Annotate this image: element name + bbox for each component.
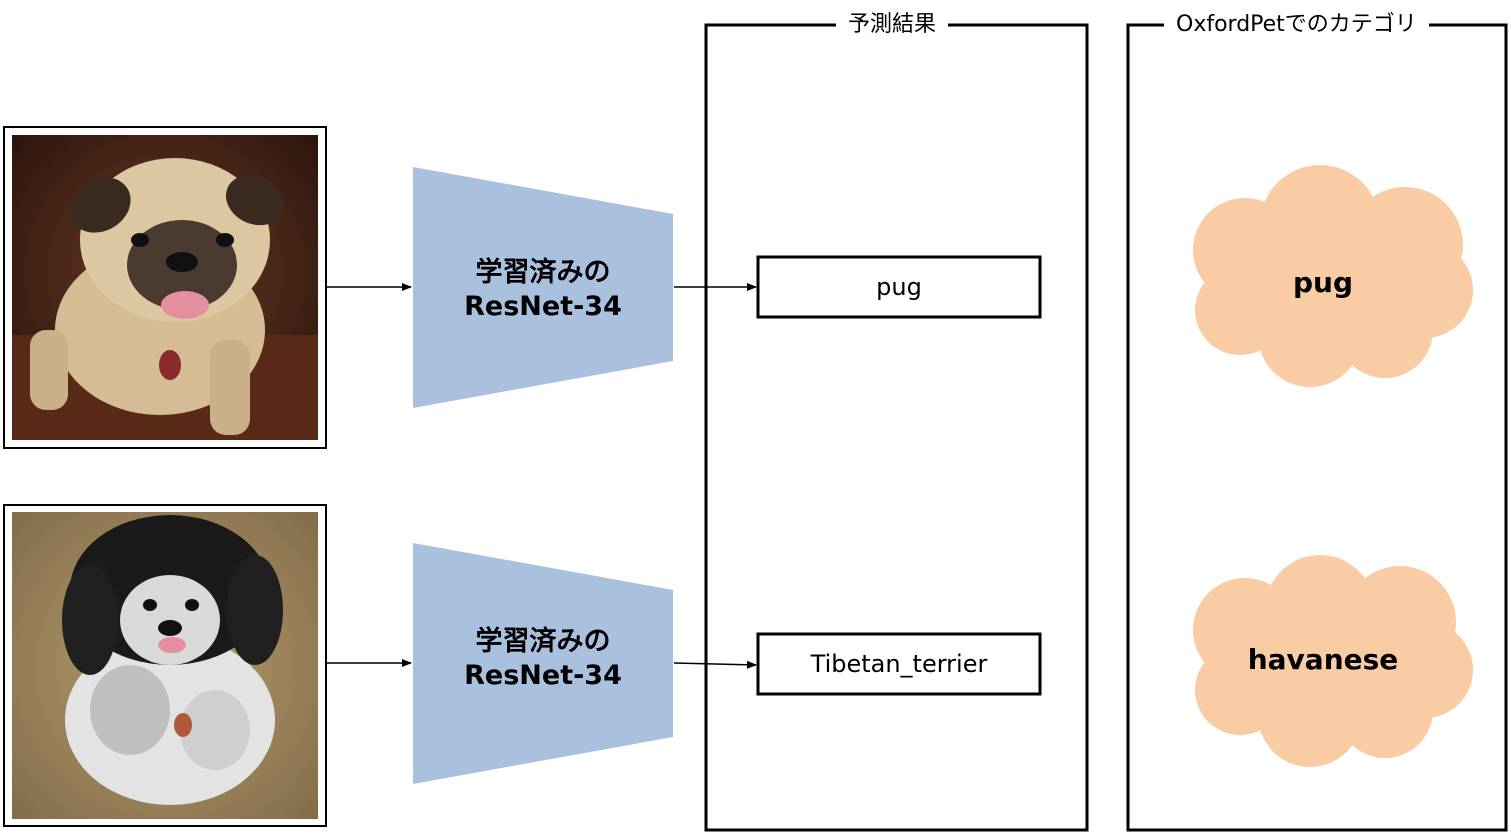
category-cloud-1 xyxy=(1193,165,1473,387)
pug-photo xyxy=(3,126,327,449)
model-label-2: 学習済みの ResNet-34 xyxy=(413,625,673,693)
prediction-panel-title: 予測結果 xyxy=(836,11,949,39)
model-label-1-line2: ResNet-34 xyxy=(464,291,622,322)
model-label-1-line1: 学習済みの xyxy=(475,257,611,288)
model-label-2-line2: ResNet-34 xyxy=(464,660,622,691)
model-label-2-line1: 学習済みの xyxy=(475,626,611,657)
model-label-1: 学習済みの ResNet-34 xyxy=(413,256,673,324)
arrow-model-to-prediction-2 xyxy=(673,660,757,669)
prediction-box-2 xyxy=(756,632,1042,696)
category-panel-title: OxfordPetでのカテゴリ xyxy=(1164,11,1429,39)
prediction-label-1: pug xyxy=(876,273,922,301)
prediction-label-2: Tibetan_terrier xyxy=(810,650,988,678)
model-block-1 xyxy=(413,167,673,408)
category-label-1: pug xyxy=(1292,266,1354,299)
category-cloud-2 xyxy=(1193,555,1473,767)
prediction-box-1 xyxy=(756,255,1042,319)
category-label-2: havanese xyxy=(1247,643,1399,676)
havanese-photo xyxy=(3,504,327,827)
prediction-panel-frame xyxy=(704,23,1089,832)
model-block-2 xyxy=(413,543,673,784)
